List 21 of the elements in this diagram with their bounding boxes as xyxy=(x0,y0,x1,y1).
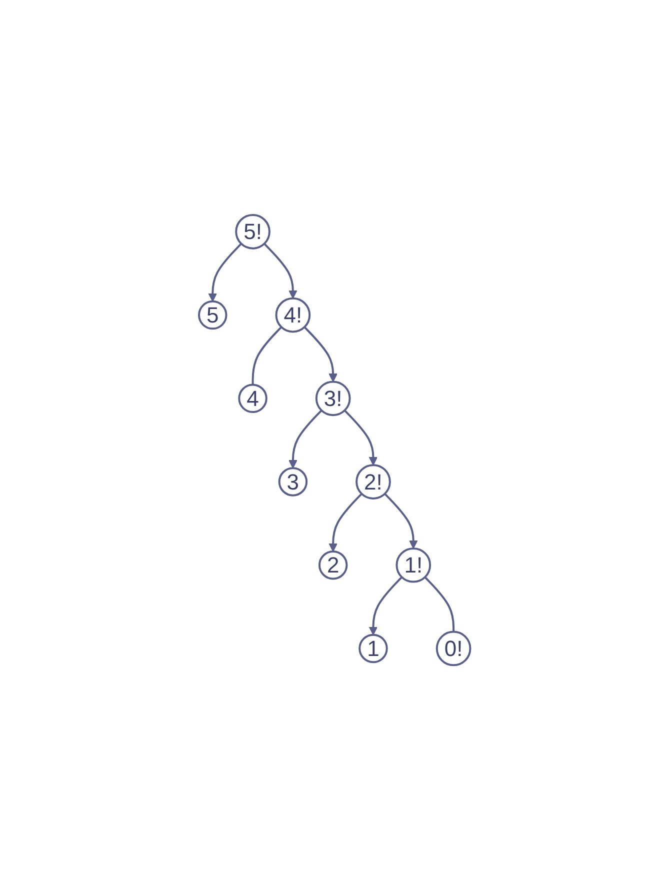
node-circle: 5! xyxy=(235,214,270,250)
arrow xyxy=(208,243,242,302)
connector xyxy=(424,576,454,632)
connector xyxy=(252,326,282,386)
arrow xyxy=(304,326,338,383)
node-circle: 3 xyxy=(278,468,308,497)
arrow xyxy=(344,410,378,466)
arrow xyxy=(384,494,418,550)
arrow xyxy=(328,494,362,552)
node-circle: 2 xyxy=(318,550,348,580)
node-circle: 4! xyxy=(275,298,310,334)
arrow xyxy=(368,576,402,636)
node-circle: 1 xyxy=(358,634,388,664)
arrow xyxy=(264,243,298,300)
node-circle: 4 xyxy=(238,384,268,414)
node-circle: 2! xyxy=(355,464,391,500)
node-circle: 1! xyxy=(396,548,431,584)
arrow xyxy=(288,410,322,469)
node-circle: 0! xyxy=(436,631,472,667)
node-circle: 3! xyxy=(315,381,351,416)
node-circle: 5 xyxy=(198,300,228,330)
